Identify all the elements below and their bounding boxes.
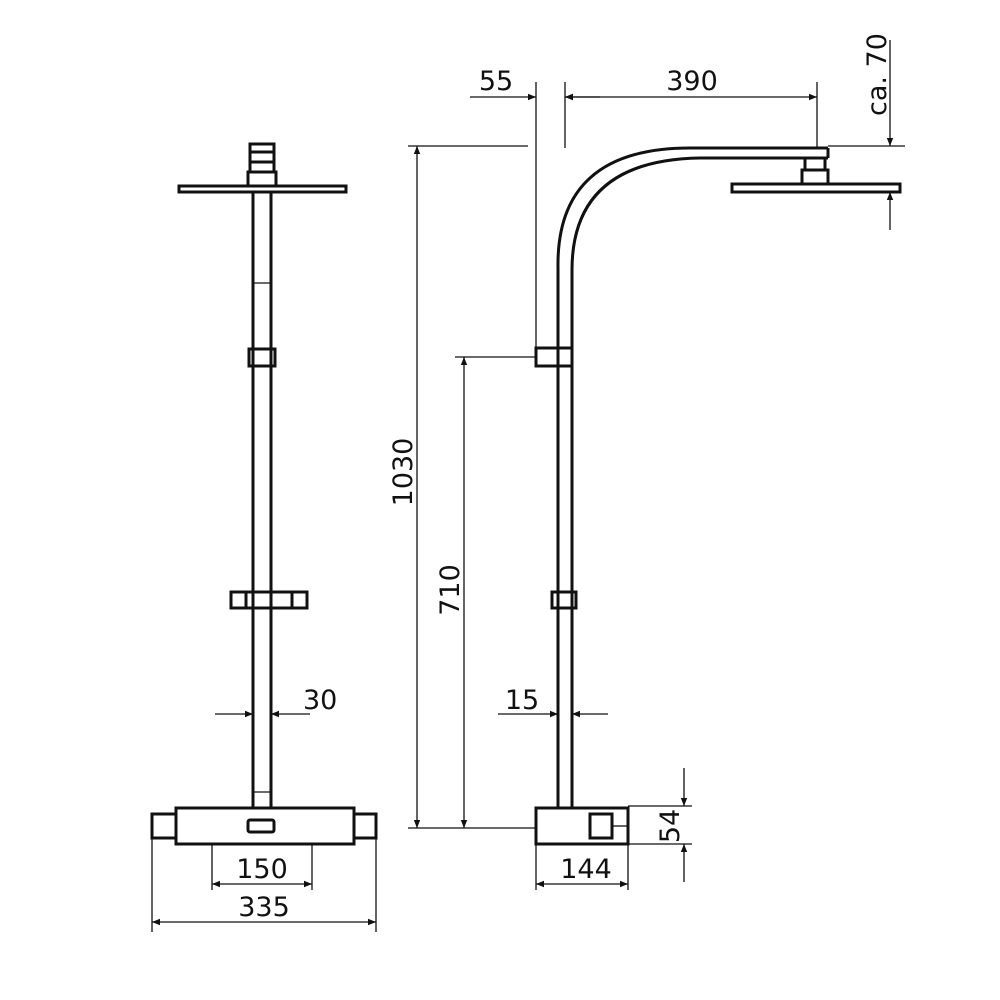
front-overall-width-label: 335 [238, 892, 290, 923]
front-pipe-diameter-dimension: 30 [215, 685, 337, 718]
side-riser-pipe [556, 283, 574, 808]
side-arm-reach-dimension: 390 [565, 66, 818, 148]
side-thermostat-depth-dimension: 144 [535, 844, 629, 890]
side-upper-slider [534, 346, 574, 368]
front-thermostat-center-label: 150 [236, 854, 288, 885]
side-curved-arm [556, 146, 830, 283]
side-slider-height-label: 710 [435, 564, 466, 616]
side-thermostat-height-label: 54 [655, 809, 686, 843]
side-view: 55 390 ca. 70 1030 710 [388, 33, 905, 890]
front-upper-slider [247, 347, 277, 368]
side-total-height-label: 1030 [388, 438, 419, 507]
side-head-height-dimension: ca. 70 [828, 33, 905, 230]
side-head-height-label: ca. 70 [862, 33, 893, 116]
front-pipe-diameter-label: 30 [303, 685, 337, 716]
side-pipe-diameter-label: 15 [505, 685, 539, 716]
side-arm-reach-label: 390 [666, 66, 718, 97]
front-shelf-holder [229, 590, 309, 610]
front-riser-pipe [251, 192, 273, 808]
side-head-connector [800, 156, 830, 186]
front-view: 30 150 335 [150, 142, 378, 932]
side-offset-dimension: 55 [470, 66, 600, 348]
side-offset-label: 55 [479, 66, 513, 97]
side-thermostat-height-dimension: 54 [628, 768, 692, 882]
side-thermostat-depth-label: 144 [560, 854, 612, 885]
front-head-connector [246, 142, 278, 188]
side-lower-holder [550, 590, 578, 610]
side-total-height-dimension: 1030 [388, 145, 536, 829]
side-pipe-diameter-dimension: 15 [498, 685, 608, 718]
front-overall-width-dimension: 335 [151, 838, 377, 932]
side-slider-height-dimension: 710 [435, 356, 536, 828]
front-thermostat-center-dimension: 150 [211, 844, 313, 890]
front-thermostat [150, 806, 378, 846]
side-thermostat [534, 806, 630, 846]
side-shower-head [730, 182, 902, 194]
front-shower-head [177, 184, 348, 194]
